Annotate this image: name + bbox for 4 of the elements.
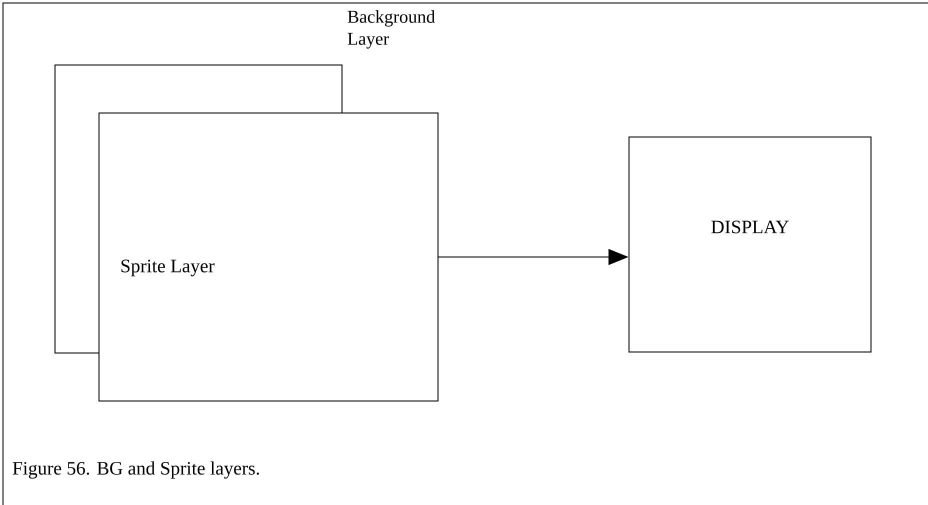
layer-label: Sprite Layer: [121, 260, 214, 276]
figure-caption: Figure 56. BG and Sprite layers.: [12, 461, 259, 479]
layer-label: Background Layer: [348, 10, 435, 49]
layer-label: DISPLAY: [711, 220, 789, 234]
